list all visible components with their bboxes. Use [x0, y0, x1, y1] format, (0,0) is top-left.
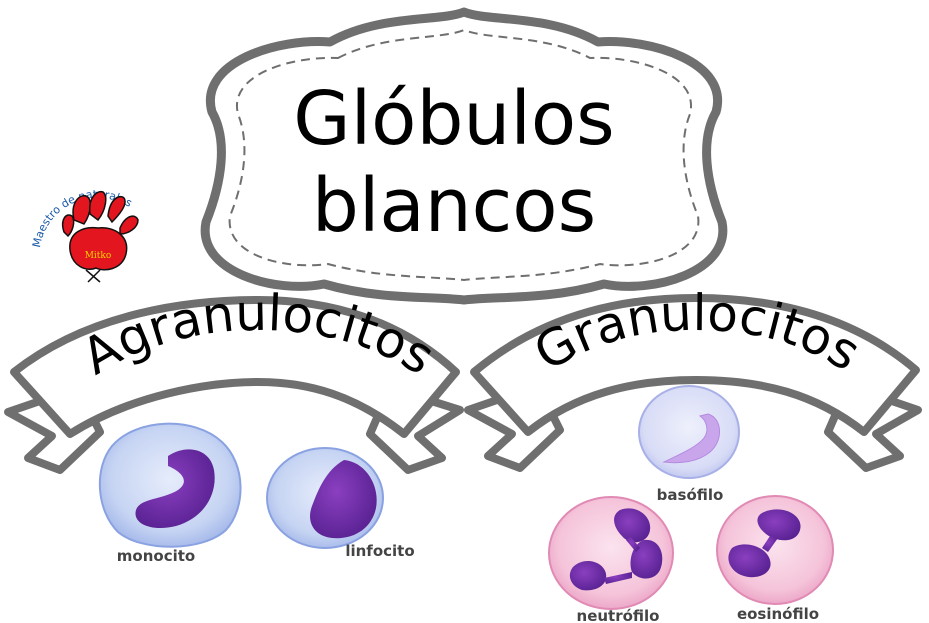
monocito-cytoplasm [98, 422, 242, 548]
logo-inner-text: Mitko [85, 251, 112, 261]
label-neutrofilo: neutrófilo [577, 607, 660, 623]
title-plaque: Glóbulos blancos [200, 7, 728, 305]
label-basofilo: basófilo [657, 486, 724, 504]
monocito-nucleus [135, 449, 215, 529]
banner-agranulocitos: Agranulocitos [4, 284, 464, 474]
title-plaque-outline [200, 7, 728, 305]
eosinofilo-nucleus [728, 509, 801, 578]
pickaxe-icon [85, 269, 101, 283]
label-monocito: monocito [117, 547, 195, 565]
basofilo-nucleus [662, 413, 720, 464]
linfocito-nucleus [310, 460, 377, 539]
cell-monocito [98, 422, 242, 548]
cell-eosinofilo [716, 495, 834, 605]
neutrofilo-nucleus [569, 508, 663, 591]
paw-icon [61, 190, 139, 271]
logo: Maestro de naturales Mitko [30, 188, 139, 283]
title-line-1: Glóbulos [293, 76, 614, 162]
cell-neutrofilo [548, 496, 674, 610]
title-line-2: blancos [312, 163, 596, 249]
banner-body [10, 296, 460, 438]
eosinofilo-cytoplasm [716, 495, 834, 605]
label-linfocito: linfocito [345, 542, 414, 560]
title-plaque-dashed [228, 28, 700, 282]
cell-basofilo [638, 385, 740, 479]
label-eosinofilo: eosinófilo [737, 605, 819, 623]
banner-body [470, 294, 920, 436]
basofilo-cytoplasm [638, 385, 740, 479]
cell-linfocito [266, 447, 384, 549]
